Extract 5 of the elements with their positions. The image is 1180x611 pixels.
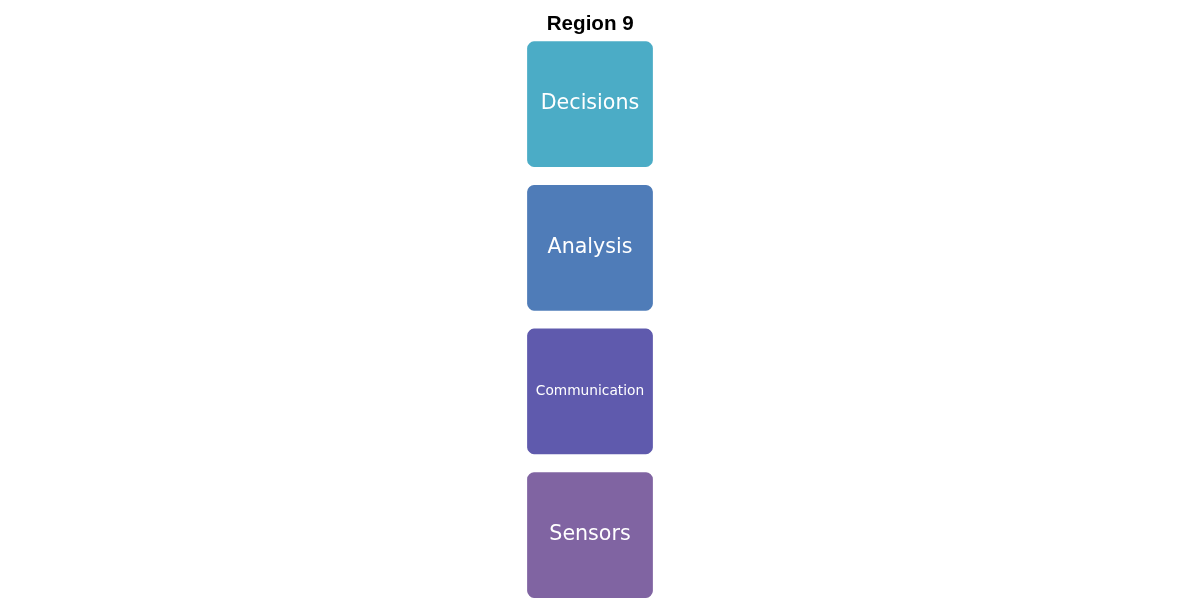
node-box: Decisions <box>524 38 656 170</box>
node-box: Analysis <box>524 182 656 314</box>
node-box: Communication <box>524 325 656 458</box>
node-box: Sensors <box>524 469 656 601</box>
diagram-title: Region 9 <box>546 11 634 35</box>
